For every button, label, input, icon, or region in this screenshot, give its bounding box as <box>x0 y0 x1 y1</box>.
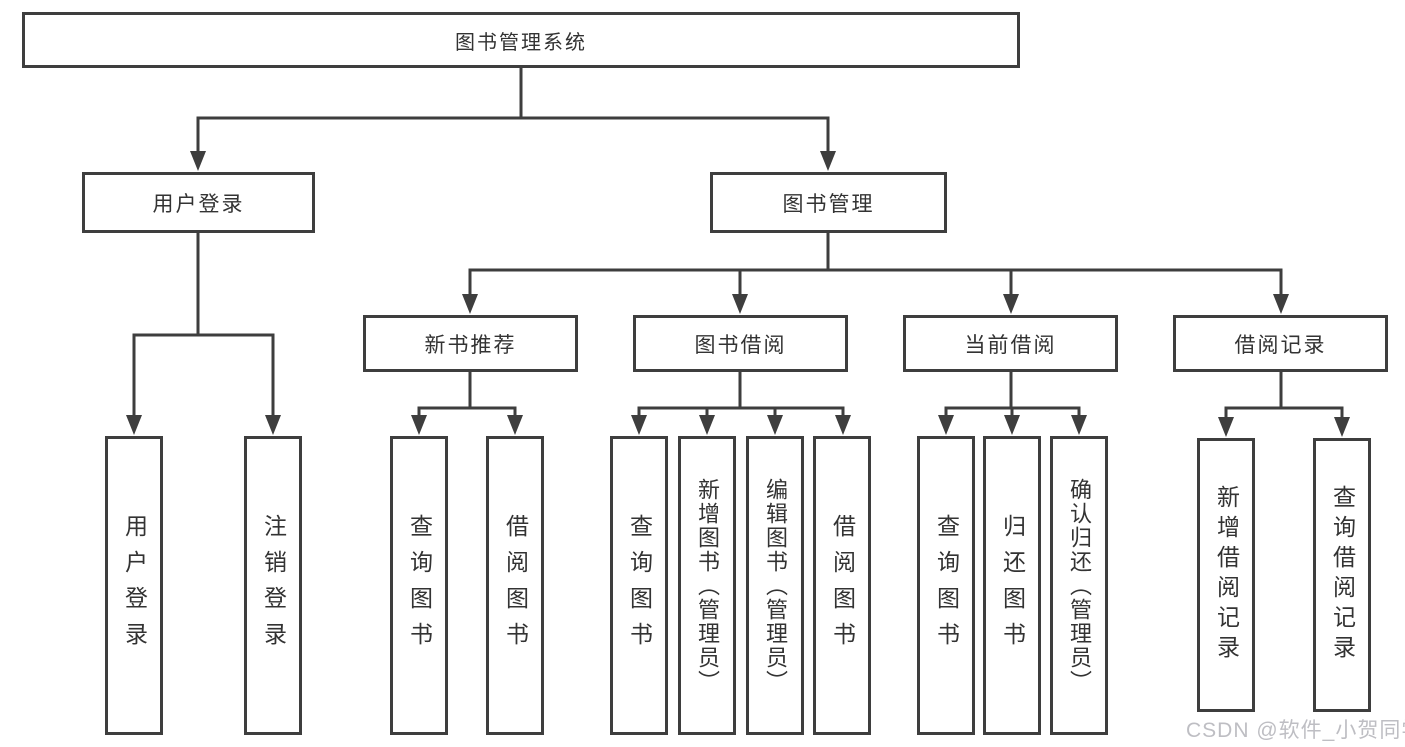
leaf-logout: 注销登录 <box>244 436 302 735</box>
node-label: 新书推荐 <box>424 333 517 357</box>
watermark-text: CSDN @软件_小贺同学 <box>1186 719 1405 742</box>
connector-user-login-to-leaves <box>126 233 281 435</box>
connector-borrowing-records-to-leaves <box>1218 372 1350 437</box>
node-book-borrowing: 图书借阅 <box>633 315 848 372</box>
leaf-query-books-borrowing: 查询图书 <box>610 436 668 735</box>
leaf-borrow-books-recommend: 借阅图书 <box>486 436 544 735</box>
leaf-label: 新增图书（管理员） <box>695 477 720 694</box>
node-borrowing-records: 借阅记录 <box>1173 315 1388 372</box>
node-label: 用户登录 <box>152 192 245 216</box>
node-label: 图书管理 <box>782 192 875 216</box>
leaf-label: 确认归还（管理员） <box>1067 477 1092 694</box>
leaf-confirm-return-admin: 确认归还（管理员） <box>1050 436 1108 735</box>
node-label: 借阅记录 <box>1234 333 1327 357</box>
leaf-add-borrow-record: 新增借阅记录 <box>1197 438 1255 712</box>
leaf-label: 查询图书 <box>406 513 433 658</box>
leaf-borrow-books: 借阅图书 <box>813 436 871 735</box>
leaf-query-borrow-record: 查询借阅记录 <box>1313 438 1371 712</box>
node-new-book-recommendation: 新书推荐 <box>363 315 578 372</box>
leaf-edit-books-admin: 编辑图书（管理员） <box>746 436 804 735</box>
connector-book-borrowing-to-leaves <box>631 372 851 435</box>
leaf-query-books-recommend: 查询图书 <box>390 436 448 735</box>
leaf-label: 新增借阅记录 <box>1213 485 1240 665</box>
connector-root-to-level2 <box>190 68 836 171</box>
leaf-label: 借阅图书 <box>829 513 856 658</box>
leaf-label: 归还图书 <box>999 513 1026 658</box>
leaf-label: 查询图书 <box>933 513 960 658</box>
leaf-add-books-admin: 新增图书（管理员） <box>678 436 736 735</box>
connector-current-borrowing-to-leaves <box>938 372 1087 435</box>
leaf-label: 查询图书 <box>626 513 653 658</box>
node-user-login: 用户登录 <box>82 172 315 233</box>
leaf-label: 查询借阅记录 <box>1329 485 1356 665</box>
leaf-return-books: 归还图书 <box>983 436 1041 735</box>
connector-book-management-to-level3 <box>462 233 1289 314</box>
node-label: 图书借阅 <box>694 333 787 357</box>
leaf-label: 编辑图书（管理员） <box>763 477 788 694</box>
node-label: 当前借阅 <box>964 333 1057 357</box>
node-current-borrowing: 当前借阅 <box>903 315 1118 372</box>
node-book-management: 图书管理 <box>710 172 947 233</box>
leaf-label: 注销登录 <box>260 513 287 658</box>
node-library-management-system: 图书管理系统 <box>22 12 1020 68</box>
connector-new-book-recommendation-to-leaves <box>411 372 523 435</box>
node-label: 图书管理系统 <box>455 31 587 54</box>
leaf-user-login: 用户登录 <box>105 436 163 735</box>
leaf-label: 用户登录 <box>121 513 148 658</box>
leaf-query-books-current: 查询图书 <box>917 436 975 735</box>
leaf-label: 借阅图书 <box>502 513 529 658</box>
